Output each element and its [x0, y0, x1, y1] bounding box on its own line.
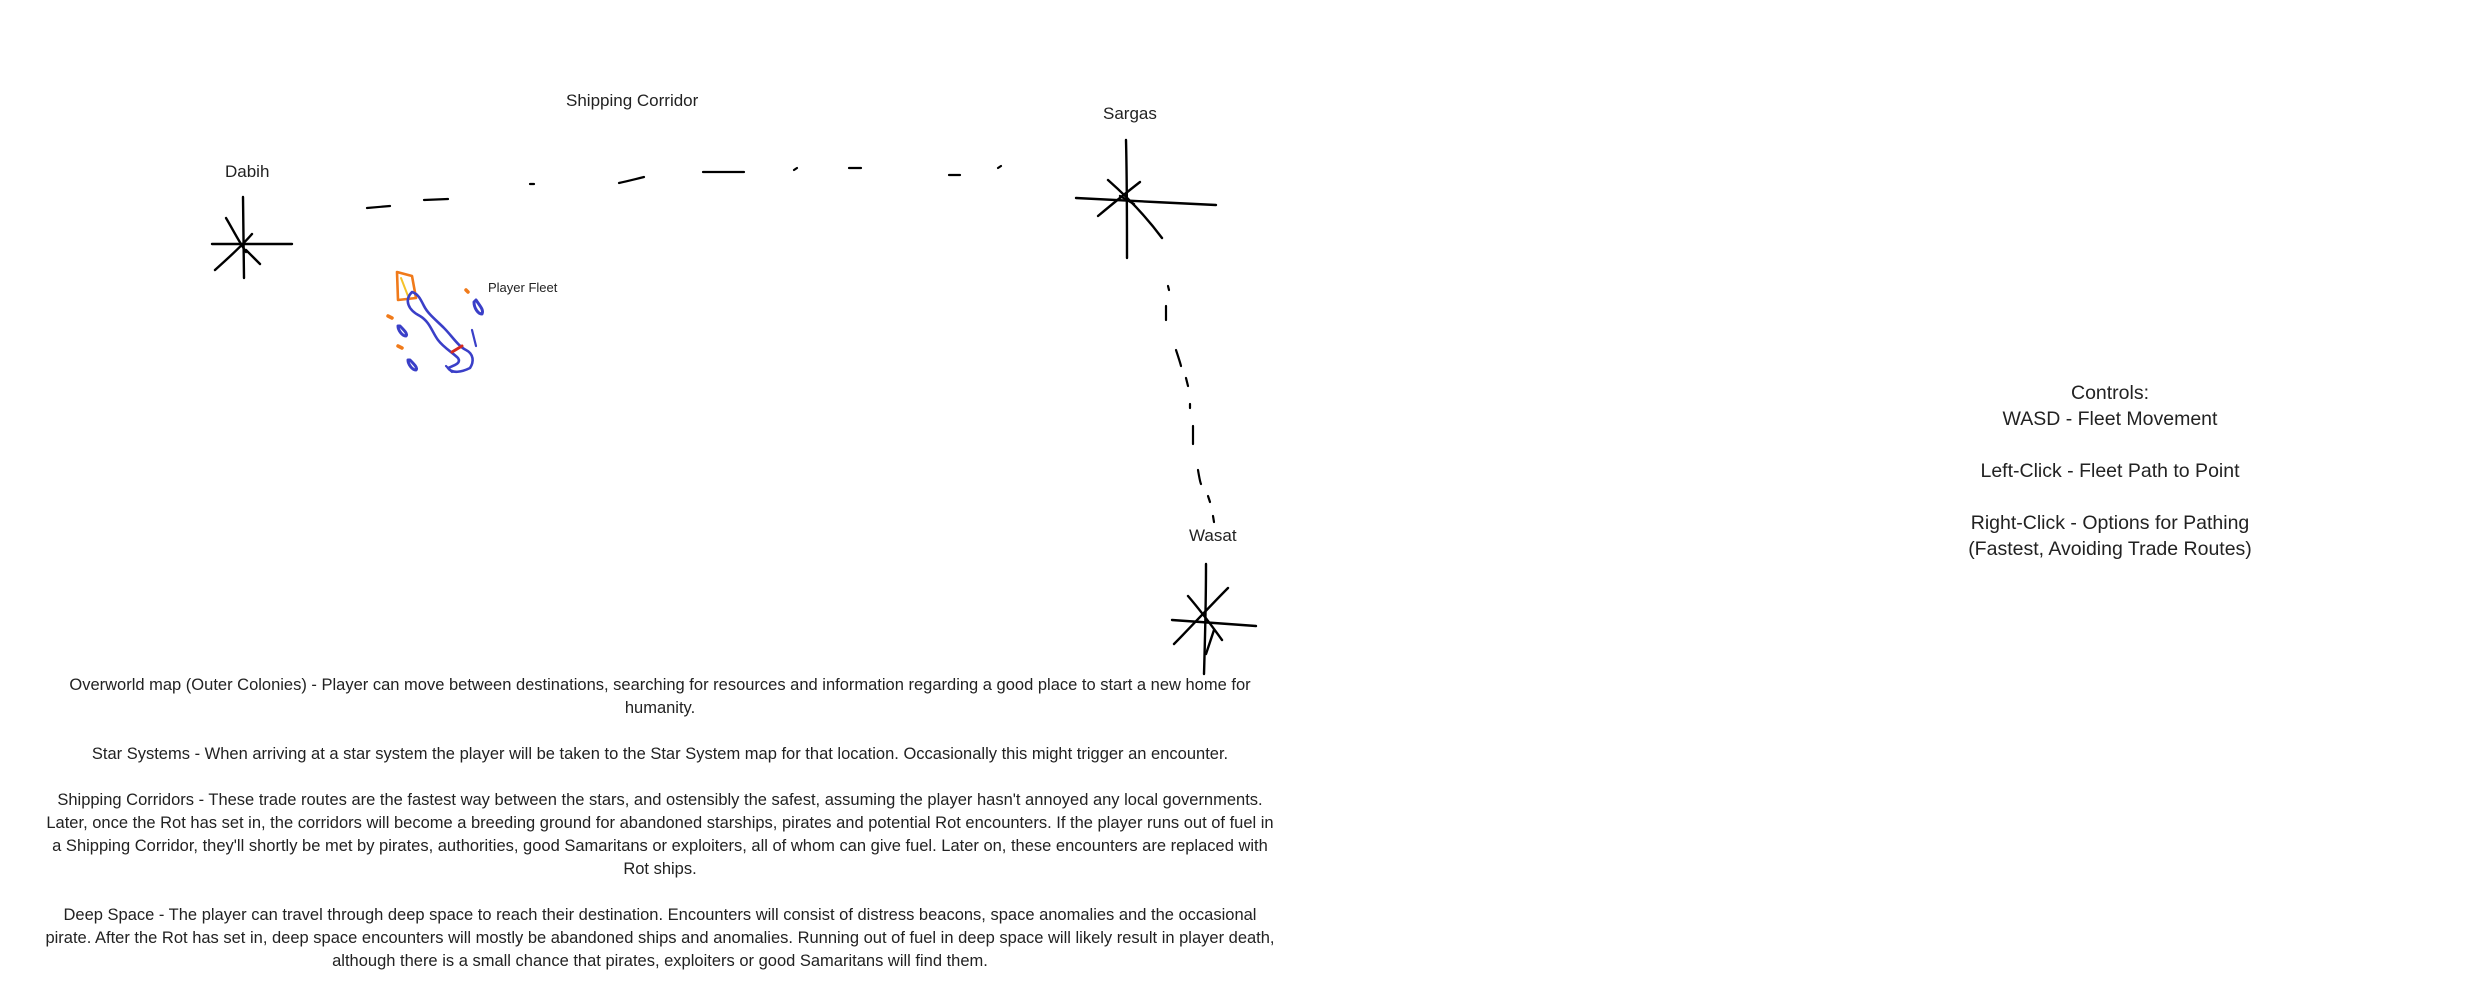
star-dabih-icon[interactable]: [210, 195, 294, 280]
player-fleet-label: Player Fleet: [488, 280, 558, 295]
controls-title: Controls:: [2070, 382, 2150, 404]
overworld-map: [210, 138, 1258, 676]
star-label-dabih: Dabih: [225, 162, 270, 181]
star-label-wasat: Wasat: [1189, 526, 1237, 545]
shipping-corridor-route: [365, 164, 1003, 210]
shipping-corridor-route-south: [1164, 284, 1216, 524]
overworld-description: Overworld map (Outer Colonies) - Player …: [69, 676, 1251, 717]
controls-left-click: Left-Click - Fleet Path to Point: [1980, 460, 2240, 482]
star-wasat-icon[interactable]: [1170, 562, 1258, 676]
controls-right-click: Right-Click - Options for Pathing (Faste…: [1968, 512, 2252, 560]
star-label-sargas: Sargas: [1103, 104, 1157, 123]
controls-wasd: WASD - Fleet Movement: [2002, 408, 2218, 430]
star-systems-description: Star Systems - When arriving at a star s…: [91, 745, 1229, 763]
shipping-corridors-description: Shipping Corridors - These trade routes …: [46, 791, 1274, 878]
map-description: Overworld map (Outer Colonies) - Player …: [40, 674, 1280, 996]
star-sargas-icon[interactable]: [1074, 138, 1218, 260]
shipping-corridor-label: Shipping Corridor: [566, 91, 699, 110]
deep-space-description: Deep Space - The player can travel throu…: [45, 906, 1275, 970]
controls-panel: Controls: WASD - Fleet Movement Left-Cli…: [1960, 380, 2260, 588]
player-fleet-icon[interactable]: [386, 270, 484, 374]
